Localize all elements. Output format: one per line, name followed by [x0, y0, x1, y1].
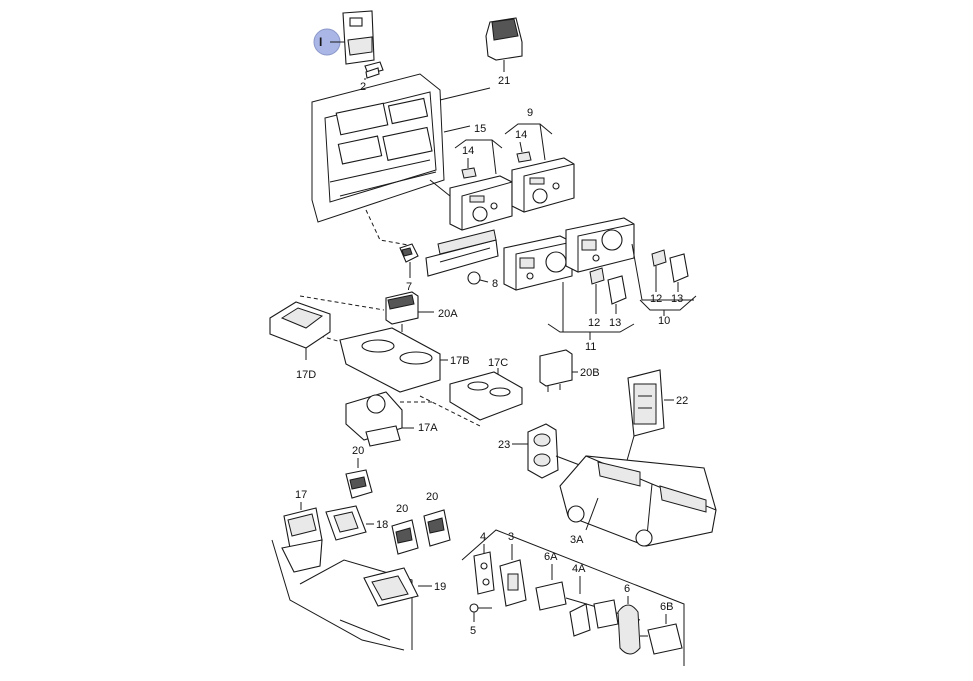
callout-20-b: 20	[396, 503, 408, 515]
callout-11: 11	[585, 341, 596, 353]
callout-3a: 3A	[570, 534, 584, 546]
part-connector-6a	[535, 581, 567, 611]
callout-9: 9	[527, 107, 533, 119]
callout-17a: 17A	[418, 422, 438, 434]
part-boot-6	[617, 604, 641, 655]
part-frame-18	[325, 505, 374, 541]
callout-19: 19	[434, 581, 446, 593]
callout-17: 17	[295, 489, 307, 501]
callout-10: 10	[658, 315, 670, 327]
part-console-17b	[339, 327, 448, 393]
part-switch-17d	[269, 301, 331, 360]
part-floor-console-19	[271, 539, 432, 651]
callout-20-a: 20	[352, 445, 364, 457]
part-panel-22	[621, 369, 674, 479]
callout-17c: 17C	[488, 357, 508, 369]
callout-20a: 20A	[438, 308, 458, 320]
part-control-unit-15	[449, 175, 513, 231]
callout-12b: 12	[588, 317, 600, 329]
callout-4: 4	[480, 531, 486, 543]
part-control-unit-9	[511, 157, 575, 213]
callout-14a: 14	[462, 145, 474, 157]
part-door-switch-4	[473, 551, 495, 595]
part-control-unit-11	[503, 235, 573, 291]
callout-2: 2	[360, 81, 366, 93]
part-relay-20b	[539, 349, 578, 392]
part-switch-17	[281, 507, 323, 573]
callout-18: 18	[376, 519, 388, 531]
part-switch-21	[485, 17, 523, 72]
part-connector-6b	[640, 623, 683, 655]
part-console-17c	[449, 368, 523, 421]
part-switch-20-left	[345, 469, 373, 499]
part-switch-20-mid	[391, 519, 419, 555]
callout-14b: 14	[515, 129, 527, 141]
part-switch-23	[512, 423, 599, 479]
callout-17d: 17D	[296, 369, 316, 381]
callout-17b: 17B	[450, 355, 470, 367]
dashboard-outline	[311, 73, 491, 246]
part-relay-20a	[385, 291, 434, 332]
callout-4a: 4A	[572, 563, 586, 575]
callout-21: 21	[498, 75, 510, 87]
callout-6: 6	[624, 583, 630, 595]
part-bracket	[342, 10, 384, 75]
callout-22: 22	[676, 395, 688, 407]
part-switch-20-right	[423, 509, 451, 547]
part-screw-5	[469, 603, 492, 613]
part-switch-17a	[345, 391, 434, 447]
callout-8: 8	[492, 278, 498, 290]
callout-15: 15	[474, 123, 486, 135]
section-marker[interactable]: I	[313, 28, 345, 56]
callout-6a: 6A	[544, 551, 558, 563]
part-screw-2	[364, 67, 380, 80]
callout-12a: 12	[650, 293, 662, 305]
callout-13b: 13	[609, 317, 621, 329]
callout-13a: 13	[671, 293, 683, 305]
callout-23: 23	[498, 439, 510, 451]
part-switch-7	[399, 243, 419, 278]
part-control-unit-10	[565, 217, 635, 273]
callout-20b: 20B	[580, 367, 600, 379]
vehicle-van	[559, 455, 717, 547]
part-door-contact-3	[499, 559, 527, 607]
section-marker-label: I	[319, 35, 322, 49]
callout-6b: 6B	[660, 601, 673, 613]
part-climate-panel	[425, 229, 499, 285]
callout-3: 3	[508, 531, 514, 543]
callout-7: 7	[406, 281, 412, 293]
callout-20-c: 20	[426, 491, 438, 503]
callout-5: 5	[470, 625, 476, 637]
